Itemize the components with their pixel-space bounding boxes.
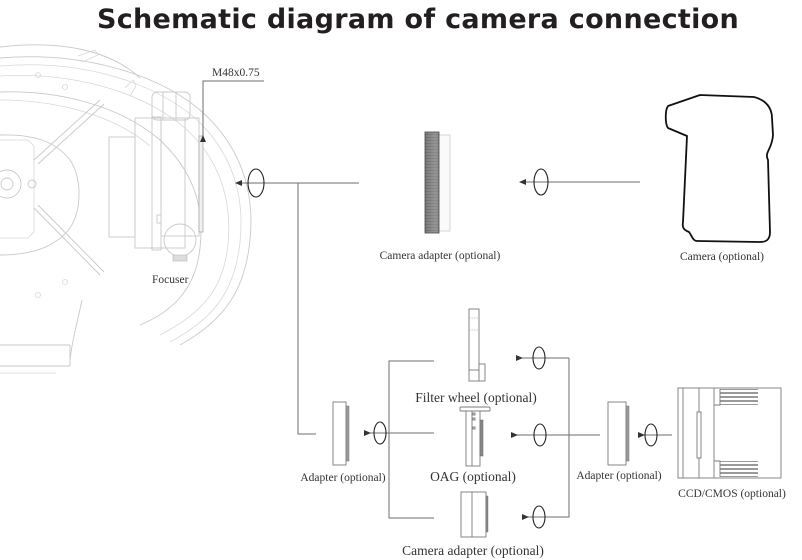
filter-wheel-label: Filter wheel (optional): [415, 390, 536, 405]
diagram-title: Schematic diagram of camera connection: [97, 4, 739, 35]
ccd-cmos-camera: [677, 387, 782, 479]
camera-adapter-top-label: Camera adapter (optional): [380, 250, 501, 262]
focuser-label: Focuser: [152, 274, 189, 286]
oag-label: OAG (optional): [430, 469, 516, 484]
rotate-arrow-icon: [532, 346, 546, 370]
adapter-left: [332, 401, 350, 466]
thread-callout: M48x0.75: [200, 67, 264, 142]
adapter-left-label: Adapter (optional): [300, 472, 385, 484]
oag: [459, 406, 491, 467]
thread-spec-label: M48x0.75: [212, 67, 260, 79]
rotate-arrow-icon: [373, 421, 387, 445]
adapter-right-label: Adapter (optional): [576, 470, 661, 482]
focuser: [134, 91, 204, 262]
rotate-arrow-icon: [532, 505, 546, 529]
left-bracket-line: [388, 360, 434, 519]
rotate-arrow-icon: [533, 168, 549, 196]
camera-label: Camera (optional): [680, 251, 764, 263]
camera-adapter-bottom-label: Camera adapter (optional): [402, 543, 544, 558]
adapter-right: [607, 401, 630, 466]
connector-branch-line: [297, 183, 316, 435]
ccd-cmos-label: CCD/CMOS (optional): [678, 488, 786, 500]
right-bracket-line: [522, 358, 570, 520]
camera-adapter-top: [424, 131, 451, 234]
camera-adapter-bottom: [460, 491, 489, 538]
rotate-arrow-icon: [247, 168, 265, 198]
rotate-arrow-icon: [644, 423, 658, 447]
telescope-body: [0, 44, 252, 374]
camera-body: [664, 94, 774, 243]
filter-wheel: [468, 308, 486, 382]
rotate-arrow-icon: [533, 423, 547, 447]
